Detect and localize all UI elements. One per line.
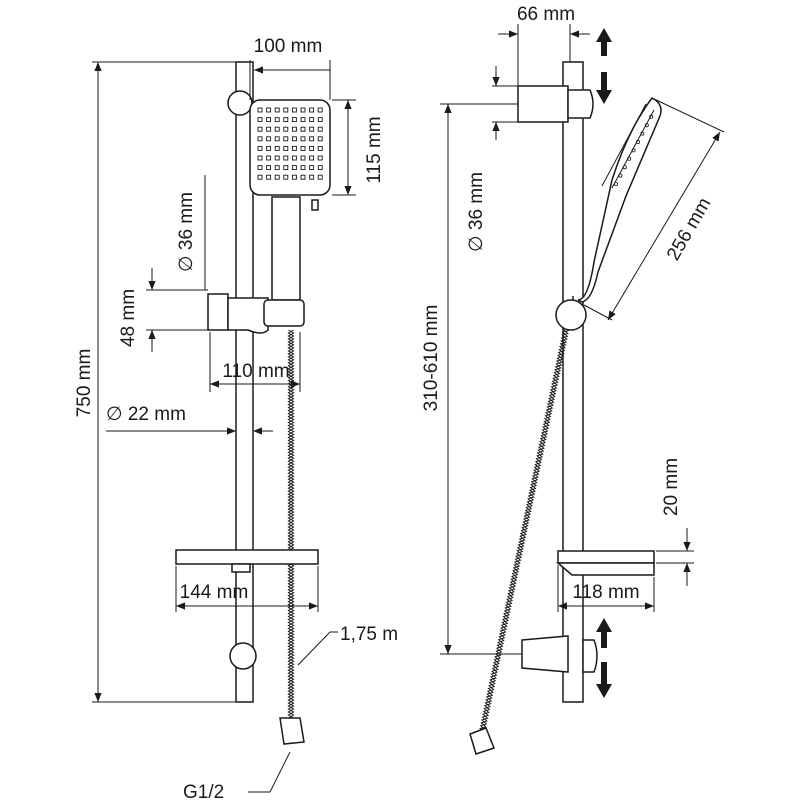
side-hose bbox=[479, 329, 569, 733]
dim-shelf-depth: 118 mm bbox=[572, 582, 639, 603]
dim-thread: G1/2 bbox=[183, 782, 224, 800]
side-soap-shelf bbox=[555, 550, 655, 576]
dim-shelf-width: 144 mm bbox=[180, 582, 249, 603]
dim-handshower-length: 256 mm bbox=[663, 194, 716, 264]
dim-head-height: 115 mm bbox=[364, 116, 385, 183]
front-shower-head bbox=[249, 99, 331, 301]
side-view: 66 mm ∅ 36 mm 310-610 mm 256 mm 20 mm 11… bbox=[421, 4, 725, 755]
side-bottom-bracket bbox=[521, 635, 598, 673]
side-hose-connector bbox=[469, 727, 495, 755]
dim-holder-diameter-front: ∅ 36 mm bbox=[176, 192, 197, 272]
front-hose bbox=[287, 329, 295, 719]
nozzle-grid bbox=[257, 107, 323, 180]
adjust-arrows-bottom bbox=[596, 618, 612, 698]
dim-holder-diameter-side: ∅ 36 mm bbox=[466, 172, 487, 252]
side-top-bracket bbox=[517, 85, 594, 123]
dim-bracket-offset: 66 mm bbox=[517, 4, 575, 25]
front-hose-connector bbox=[279, 717, 305, 745]
dim-holder-projection: 110 mm bbox=[222, 361, 289, 382]
front-bottom-ball bbox=[229, 642, 257, 670]
front-view: 750 mm 100 mm 115 mm ∅ 36 mm 48 mm 110 m… bbox=[74, 36, 398, 800]
dim-total-height: 750 mm bbox=[74, 349, 95, 418]
side-holder-ball bbox=[555, 299, 587, 331]
front-soap-shelf bbox=[175, 549, 319, 573]
dim-adjust-range: 310-610 mm bbox=[421, 305, 442, 412]
side-handshower bbox=[577, 97, 662, 303]
dim-hose-length: 1,75 m bbox=[340, 624, 398, 645]
dim-rail-diameter: ∅ 22 mm bbox=[106, 404, 186, 425]
dim-holder-height: 48 mm bbox=[118, 289, 139, 347]
dim-head-width: 100 mm bbox=[254, 36, 323, 57]
front-top-ball bbox=[227, 90, 253, 116]
dim-shelf-thickness: 20 mm bbox=[661, 458, 682, 516]
front-holder bbox=[207, 293, 305, 334]
side-rail bbox=[562, 61, 584, 703]
adjust-arrows-top bbox=[596, 28, 612, 104]
